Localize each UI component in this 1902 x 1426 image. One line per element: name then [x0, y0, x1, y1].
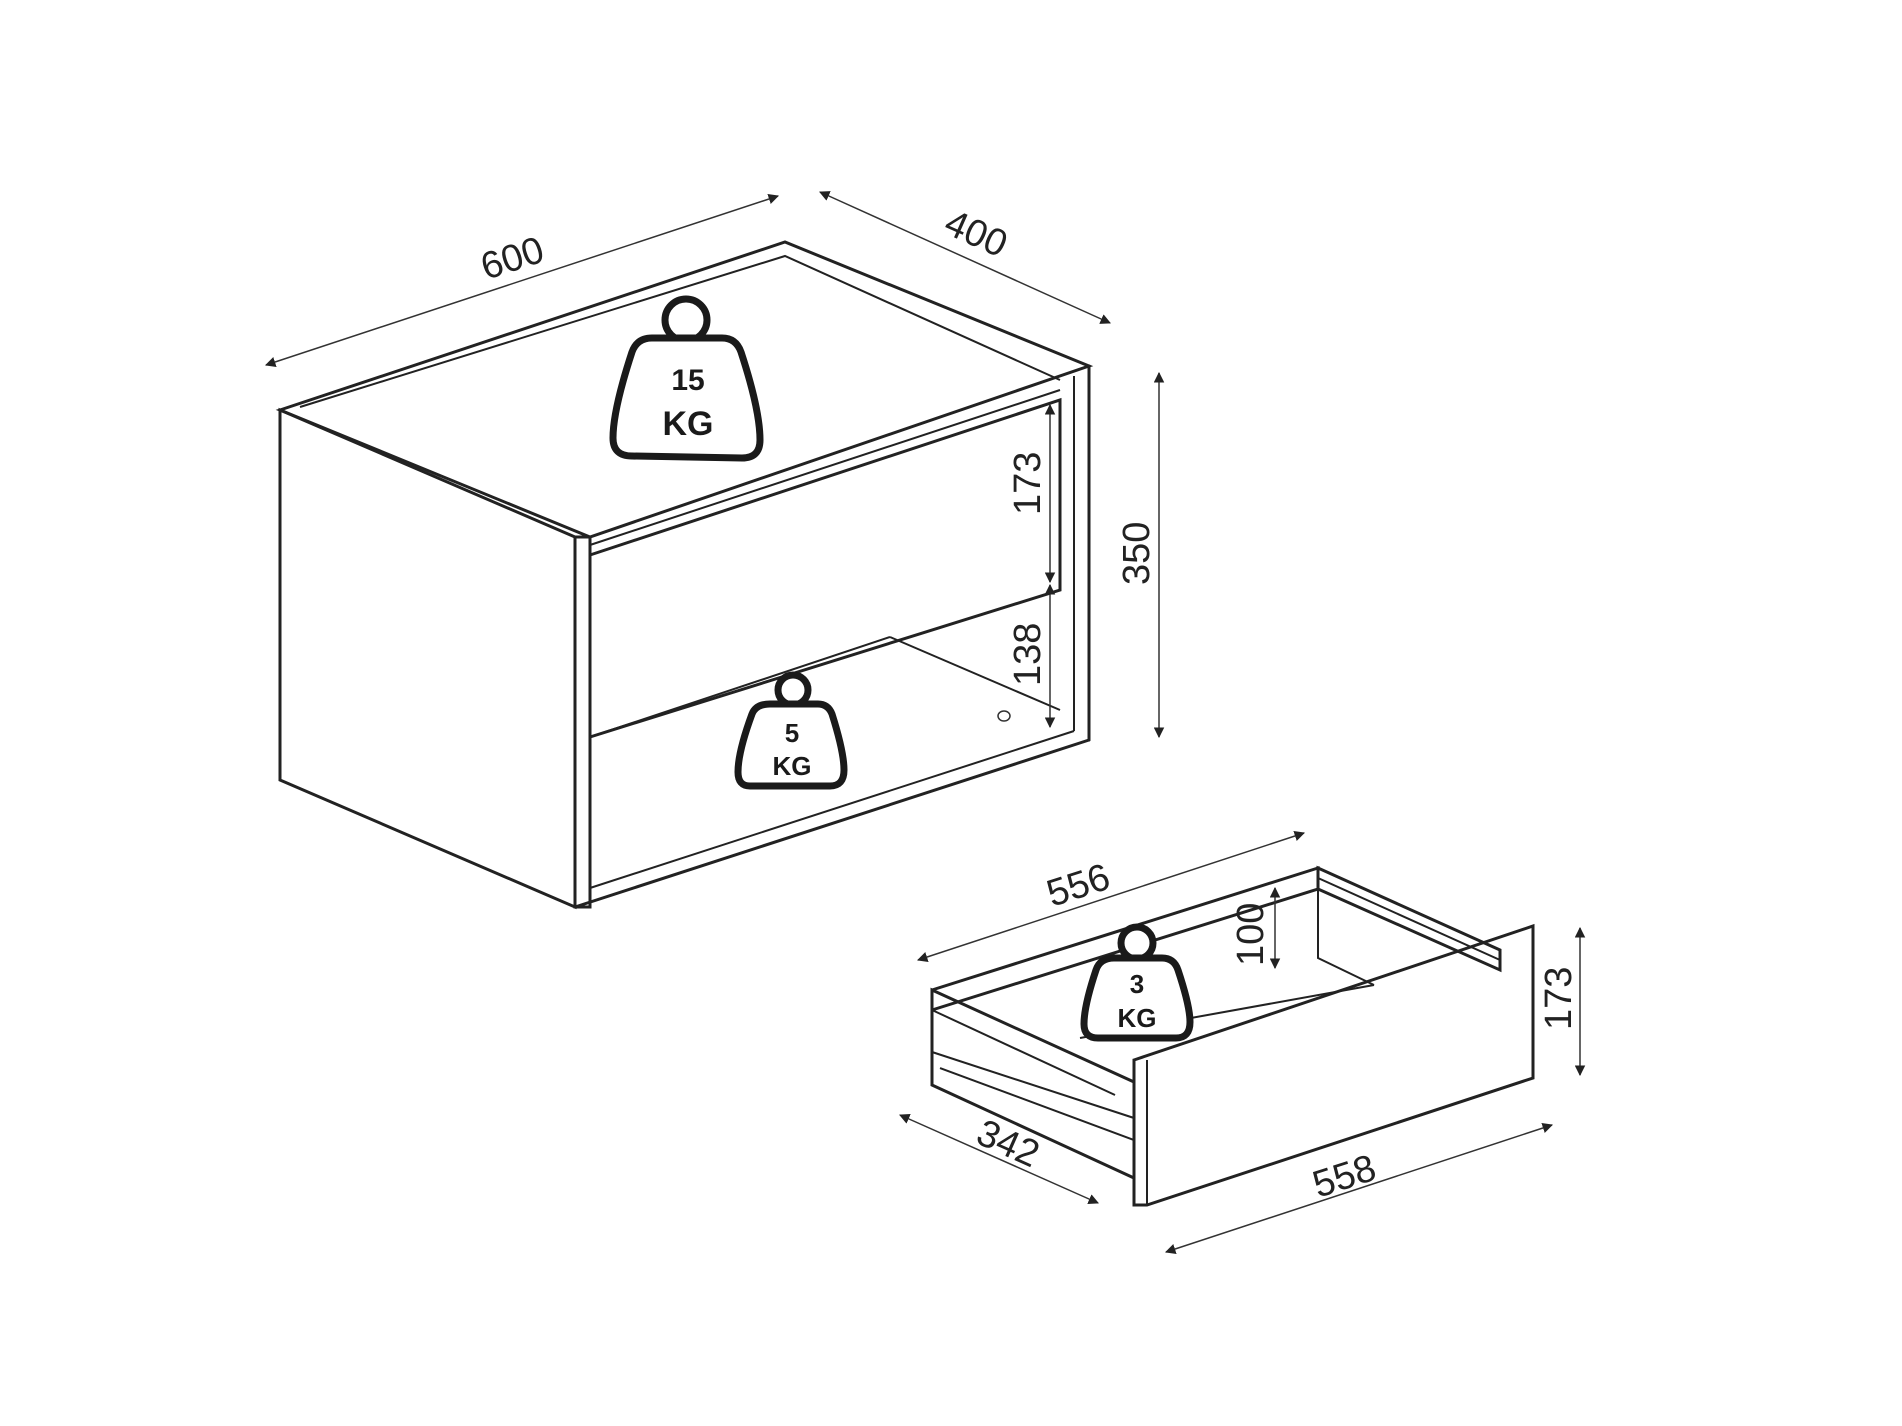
dimension-arrow-depth: [819, 191, 1111, 324]
dimension-arrow-width: [265, 193, 779, 368]
top-load-unit: KG: [663, 405, 714, 443]
shelf-load-unit: KG: [773, 751, 812, 781]
cabinet-cable-hole: [997, 710, 1011, 722]
cabinet-drawer-top-line: [589, 389, 1061, 546]
dimension-depth-label: 400: [938, 202, 1013, 266]
drawer-load-unit: KG: [1118, 1003, 1157, 1033]
cabinet-left-side: [278, 407, 577, 910]
dimension-drawer-inner-width-label: 556: [1042, 856, 1115, 916]
cabinet-dimensions: 600 400 350 173 138: [265, 191, 1165, 739]
cabinet-drawer-front: [588, 397, 1062, 740]
weight-icon-shelf: 5 KG: [734, 671, 848, 790]
cabinet-shelf-edge-lower: [589, 636, 891, 738]
drawer-runner-upper: [931, 1051, 1135, 1119]
dimension-drawer-inner-height-label: 100: [1230, 903, 1272, 966]
dimension-height-label: 350: [1116, 522, 1158, 585]
dimension-arrow-drawer-inner-width: [917, 830, 1305, 963]
cabinet-front-left-board: [573, 535, 592, 909]
cabinet-bottom-inner-edge: [589, 730, 1075, 889]
cabinet-bottom-front-edge: [573, 738, 1091, 909]
drawer-runner-lower: [939, 1067, 1135, 1141]
dimension-shelf-opening-label: 138: [1007, 623, 1049, 686]
top-load-value: 15: [671, 364, 704, 397]
dimension-drawer-front-width-label: 558: [1308, 1147, 1381, 1207]
drawer-left-side-top: [931, 1009, 1116, 1096]
dimension-drawer-front-height-label: 173: [1538, 967, 1580, 1030]
dimension-width-label: 600: [476, 229, 549, 289]
drawer-right-side: [1316, 865, 1502, 973]
cabinet-shelf-back-edge: [889, 636, 1061, 711]
drawer-inner-back: [1317, 889, 1375, 986]
dimension-drawer-opening-label: 173: [1007, 452, 1049, 515]
shelf-load-value: 5: [785, 718, 799, 748]
dimension-drawer-depth-label: 342: [970, 1112, 1045, 1176]
dimension-arrow-drawer-depth: [899, 1114, 1099, 1204]
dimension-arrow-drawer-front-width: [1165, 1122, 1553, 1255]
drawer-load-value: 3: [1130, 969, 1144, 999]
weight-icon-drawer: 3 KG: [1080, 923, 1194, 1042]
weight-icon-top: 15 KG: [609, 295, 764, 462]
